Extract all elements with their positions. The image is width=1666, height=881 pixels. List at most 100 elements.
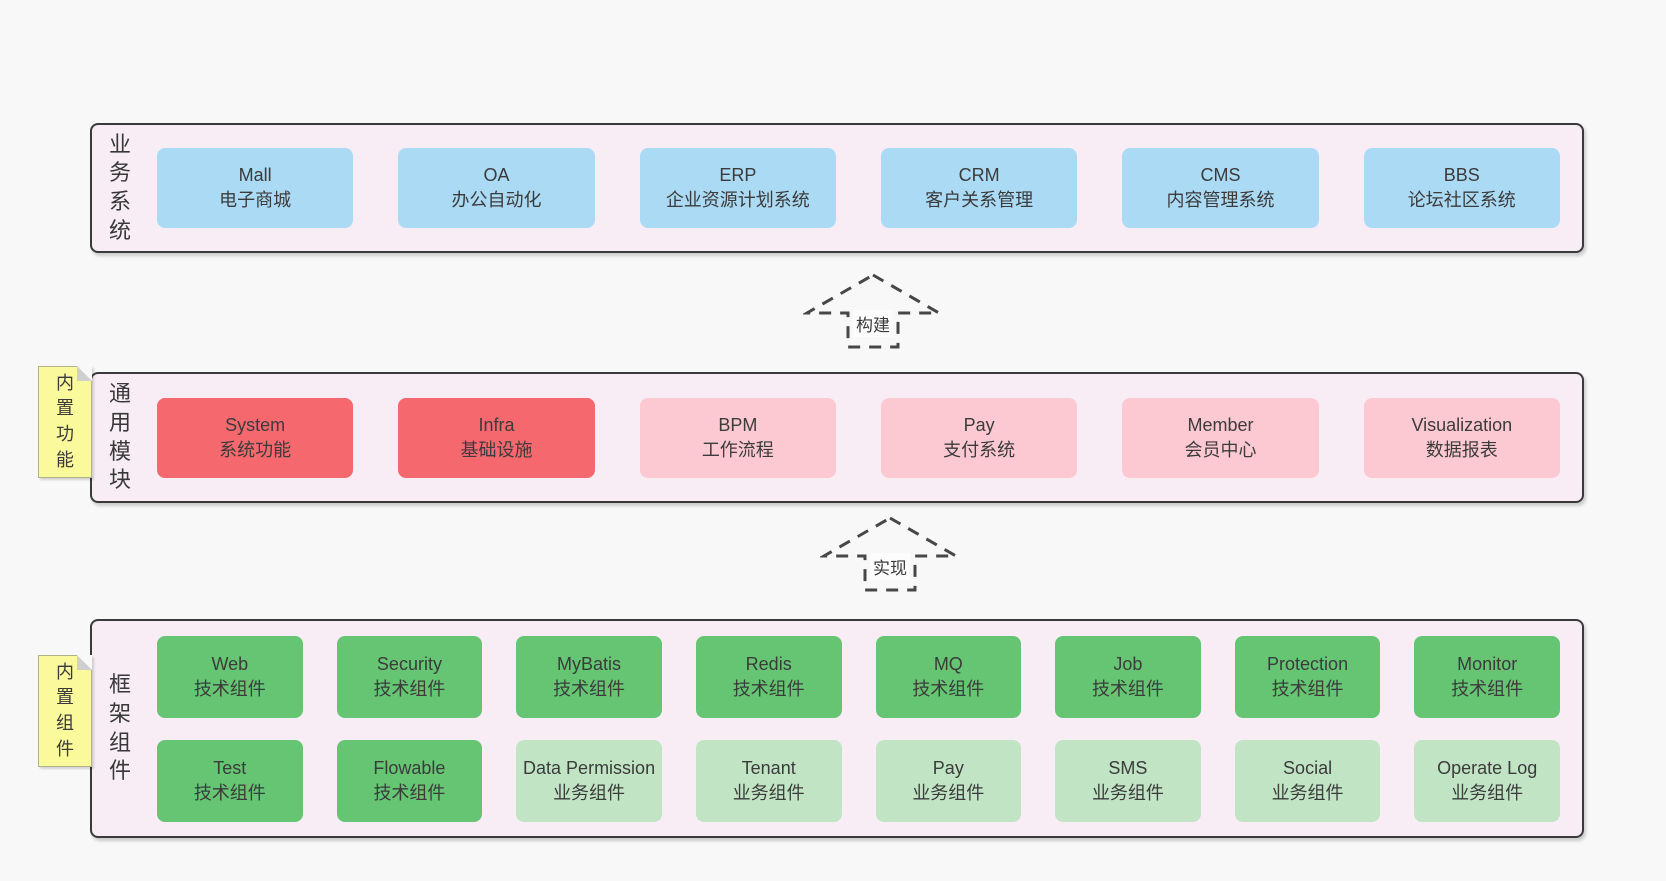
band-framework-content: Web 技术组件 Security 技术组件 MyBatis 技术组件 Redi… xyxy=(149,635,1582,822)
box-subtitle: 会员中心 xyxy=(1184,439,1257,460)
box-subtitle: 技术组件 xyxy=(1451,678,1524,699)
box-social: Social 业务组件 xyxy=(1234,739,1381,822)
box-subtitle: 支付系统 xyxy=(943,439,1016,460)
band-label-business-systems: 业务系统 xyxy=(108,131,131,243)
box-title: ERP xyxy=(719,165,757,185)
box-title: Infra xyxy=(478,414,515,435)
box-subtitle: 技术组件 xyxy=(193,782,266,803)
box-title: MyBatis xyxy=(557,653,622,674)
box-redis: Redis 技术组件 xyxy=(695,635,842,718)
box-subtitle: 技术组件 xyxy=(912,678,985,699)
box-test: Test 技术组件 xyxy=(157,739,303,822)
box-title: Operate Log xyxy=(1437,757,1538,778)
up-arrow-icon xyxy=(803,273,943,349)
box-subtitle: 业务组件 xyxy=(1091,782,1164,803)
box-title: MQ xyxy=(933,653,963,674)
box-subtitle: 系统功能 xyxy=(219,439,292,460)
box-title: Test xyxy=(213,757,247,778)
box-title: BBS xyxy=(1443,165,1480,185)
box-subtitle: 技术组件 xyxy=(1271,678,1344,699)
box-subtitle: 内容管理系统 xyxy=(1166,190,1275,210)
box-title: Web xyxy=(211,653,249,674)
framework-row-2: Test 技术组件 Flowable 技术组件 Data Permission … xyxy=(157,739,1560,822)
box-title: Pay xyxy=(963,414,995,435)
box-cms: CMS 内容管理系统 xyxy=(1122,148,1319,228)
band-label-common-modules: 通用模块 xyxy=(108,381,131,493)
box-mall: Mall 电子商城 xyxy=(157,148,354,228)
box-title: CMS xyxy=(1200,165,1241,185)
box-title: Data Permission xyxy=(523,757,656,778)
band-common-modules: 通用模块 System 系统功能 Infra 基础设施 BPM 工作流程 Pay… xyxy=(90,372,1584,503)
box-title: SMS xyxy=(1108,757,1148,778)
box-title: Job xyxy=(1113,653,1143,674)
box-subtitle: 数据报表 xyxy=(1425,439,1498,460)
up-arrow-icon xyxy=(820,516,960,592)
box-subtitle: 技术组件 xyxy=(373,678,446,699)
box-title: Tenant xyxy=(741,757,796,778)
box-infra: Infra 基础设施 xyxy=(398,397,595,478)
band-framework-components: 框架组件 Web 技术组件 Security 技术组件 MyBatis 技术组件… xyxy=(90,619,1584,838)
box-subtitle: 客户关系管理 xyxy=(925,190,1034,210)
note-text: 内置功能 xyxy=(56,372,74,470)
box-title: Mall xyxy=(238,165,272,185)
box-subtitle: 业务组件 xyxy=(1271,782,1344,803)
box-subtitle: 基础设施 xyxy=(460,439,533,460)
box-oa: OA 办公自动化 xyxy=(398,148,595,228)
box-title: OA xyxy=(483,165,510,185)
band-business-content: Mall 电子商城 OA 办公自动化 ERP 企业资源计划系统 CRM 客户关系… xyxy=(149,148,1582,228)
box-pay-system: Pay 支付系统 xyxy=(880,397,1078,478)
box-title: Member xyxy=(1187,414,1254,435)
box-title: Flowable xyxy=(373,757,446,778)
note-built-in-features: 内置功能 xyxy=(38,366,92,478)
box-subtitle: 企业资源计划系统 xyxy=(665,190,810,210)
box-subtitle: 技术组件 xyxy=(553,678,626,699)
box-subtitle: 论坛社区系统 xyxy=(1407,190,1516,210)
box-erp: ERP 企业资源计划系统 xyxy=(639,148,836,228)
build-arrow: 构建 xyxy=(803,272,943,350)
box-subtitle: 业务组件 xyxy=(553,782,626,803)
box-title: BPM xyxy=(718,414,758,435)
note-built-in-components: 内置组件 xyxy=(38,655,92,767)
box-bbs: BBS 论坛社区系统 xyxy=(1363,148,1560,228)
box-subtitle: 业务组件 xyxy=(732,782,805,803)
box-subtitle: 技术组件 xyxy=(1091,678,1164,699)
box-flowable: Flowable 技术组件 xyxy=(336,739,483,822)
box-title: Redis xyxy=(745,653,792,674)
box-system: System 系统功能 xyxy=(157,397,354,478)
box-subtitle: 技术组件 xyxy=(732,678,805,699)
box-subtitle: 业务组件 xyxy=(912,782,985,803)
box-subtitle: 技术组件 xyxy=(193,678,266,699)
box-tenant: Tenant 业务组件 xyxy=(695,739,842,822)
box-visualization: Visualization 数据报表 xyxy=(1363,397,1560,478)
box-member: Member 会员中心 xyxy=(1122,397,1319,478)
box-subtitle: 工作流程 xyxy=(701,439,774,460)
box-subtitle: 业务组件 xyxy=(1451,782,1524,803)
box-protection: Protection 技术组件 xyxy=(1234,635,1381,718)
band-common-content: System 系统功能 Infra 基础设施 BPM 工作流程 Pay 支付系统… xyxy=(149,397,1582,478)
box-operate-log: Operate Log 业务组件 xyxy=(1414,739,1560,822)
box-sms: SMS 业务组件 xyxy=(1055,739,1201,822)
box-web: Web 技术组件 xyxy=(157,635,303,718)
box-security: Security 技术组件 xyxy=(336,635,483,718)
box-title: Pay xyxy=(932,757,964,778)
band-label-framework-components: 框架组件 xyxy=(108,672,131,784)
build-arrow-label: 构建 xyxy=(853,310,893,337)
box-data-permission: Data Permission 业务组件 xyxy=(516,739,662,822)
implement-arrow-label: 实现 xyxy=(870,553,910,580)
band-business-systems: 业务系统 Mall 电子商城 OA 办公自动化 ERP 企业资源计划系统 CRM… xyxy=(90,123,1584,253)
box-mybatis: MyBatis 技术组件 xyxy=(516,635,662,718)
box-title: Monitor xyxy=(1457,653,1518,674)
box-monitor: Monitor 技术组件 xyxy=(1414,635,1560,718)
box-title: Social xyxy=(1283,757,1333,778)
box-subtitle: 电子商城 xyxy=(219,190,292,210)
box-pay-component: Pay 业务组件 xyxy=(875,739,1022,822)
framework-row-1: Web 技术组件 Security 技术组件 MyBatis 技术组件 Redi… xyxy=(157,635,1560,718)
box-title: Visualization xyxy=(1411,414,1513,435)
box-mq: MQ 技术组件 xyxy=(875,635,1022,718)
box-title: Protection xyxy=(1267,653,1349,674)
box-bpm: BPM 工作流程 xyxy=(639,397,836,478)
box-title: System xyxy=(225,414,286,435)
box-title: Security xyxy=(376,653,442,674)
note-text: 内置组件 xyxy=(56,661,74,759)
